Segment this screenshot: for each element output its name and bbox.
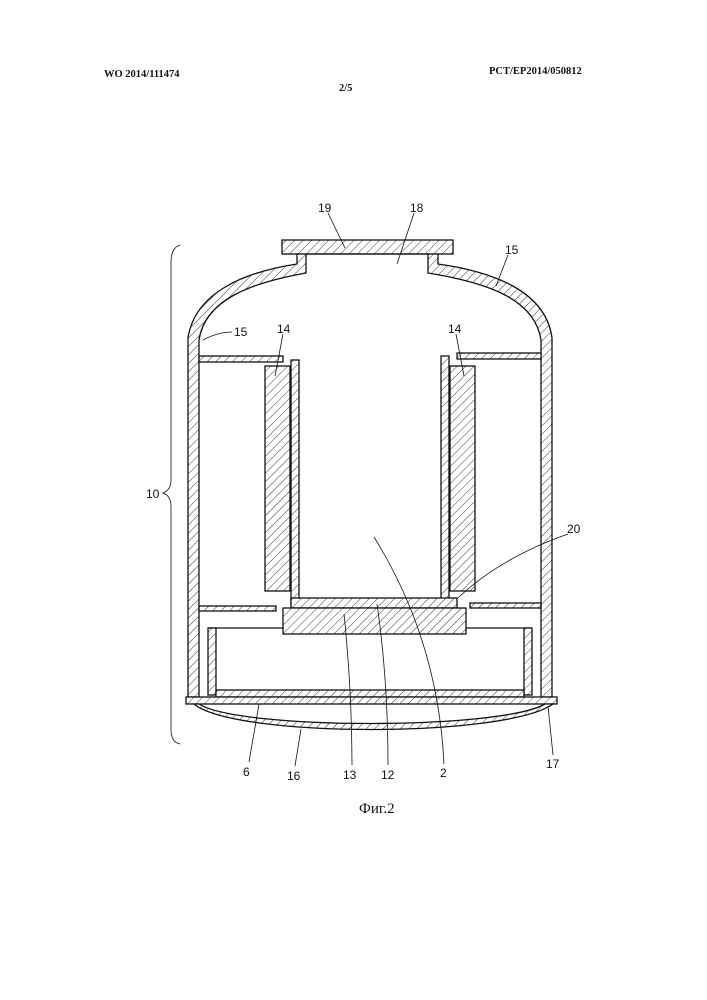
left-thick-wall [265,366,290,591]
right-thick-wall [450,366,475,591]
bottom-dome [194,704,553,730]
label-6: 6 [243,765,250,779]
label-15-top: 15 [505,243,519,257]
label-12: 12 [381,768,395,782]
left-mid-plate [199,606,276,611]
cup-bottom [291,598,457,608]
label-13: 13 [343,768,357,782]
left-support-plate [199,356,283,362]
label-2: 2 [440,766,447,780]
label-16: 16 [287,769,301,783]
label-18: 18 [410,201,424,215]
label-17: 17 [546,757,560,771]
base-plate [186,697,557,704]
left-cup-wall [291,360,299,605]
label-14-left: 14 [277,322,291,336]
figure-caption: Фиг.2 [359,801,395,818]
base-block [283,608,466,634]
lower-frame-right-wall [524,628,532,695]
label-14-right: 14 [448,322,462,336]
right-cup-wall [441,356,449,605]
label-10: 10 [146,487,160,501]
label-20: 20 [567,522,581,536]
right-support-plate [457,353,541,359]
label-19: 19 [318,201,332,215]
lower-frame-bottom [216,690,524,697]
label-15-left: 15 [234,325,248,339]
assembly-brace [163,245,180,744]
lid [282,240,453,254]
lower-frame-left-wall [208,628,216,695]
right-mid-plate [470,603,541,608]
